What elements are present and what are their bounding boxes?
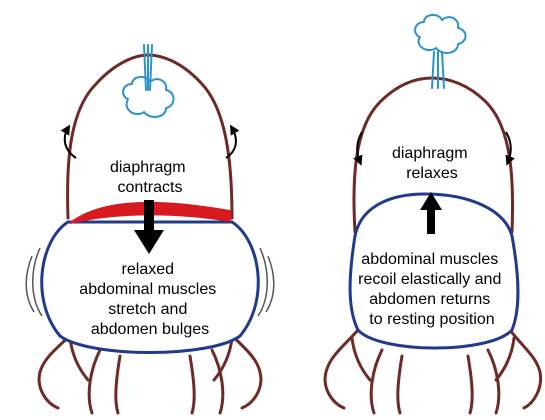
abdomen-bulged [40,220,260,354]
rib-recoil-arrow-left [353,131,363,166]
label-line: abdominal muscles [79,281,216,298]
diaphragm-up-arrow [420,192,442,234]
hips-right-exhale [494,328,543,410]
rib-recoil-arrow-right [505,131,515,166]
airflow-in-icon [122,44,175,118]
label-line: diaphragm [110,159,186,176]
label-line: abdomen bulges [91,321,209,338]
rib-expansion-arrow-right [225,124,240,159]
label-line: to resting position [369,311,494,328]
panel-exhalation: diaphragm relaxes abdominal muscles reco… [323,14,543,415]
diaphragm-label-inhale: diaphragm contracts [110,159,190,196]
label-line: stretch and [108,301,187,318]
legs-exhale [369,348,501,415]
label-line: relaxed [122,261,174,278]
legs-left [87,348,225,415]
diaphragm-label-exhale: diaphragm relaxes [392,145,472,182]
rib-expansion-arrow-left [60,124,77,159]
panel-inhalation: diaphragm contracts relaxed abdominal mu… [25,44,275,415]
label-line: contracts [118,179,183,196]
bulge-lines-left [25,247,43,317]
label-line: recoil elastically and [358,271,501,288]
label-line: abdominal muscles [361,251,498,268]
abdomen-resting [348,192,520,350]
hips-left-exhale [323,328,372,410]
abdomen-label-exhale: abdominal muscles recoil elastically and… [358,251,506,328]
label-line: relaxes [406,165,458,182]
abdomen-label-inhale: relaxed abdominal muscles stretch and ab… [79,261,220,338]
airflow-out-icon [414,14,467,89]
label-line: abdomen returns [369,291,490,308]
bulge-lines-right [257,247,275,317]
label-line: diaphragm [392,145,468,162]
diaphragm-down-arrow [134,200,164,254]
